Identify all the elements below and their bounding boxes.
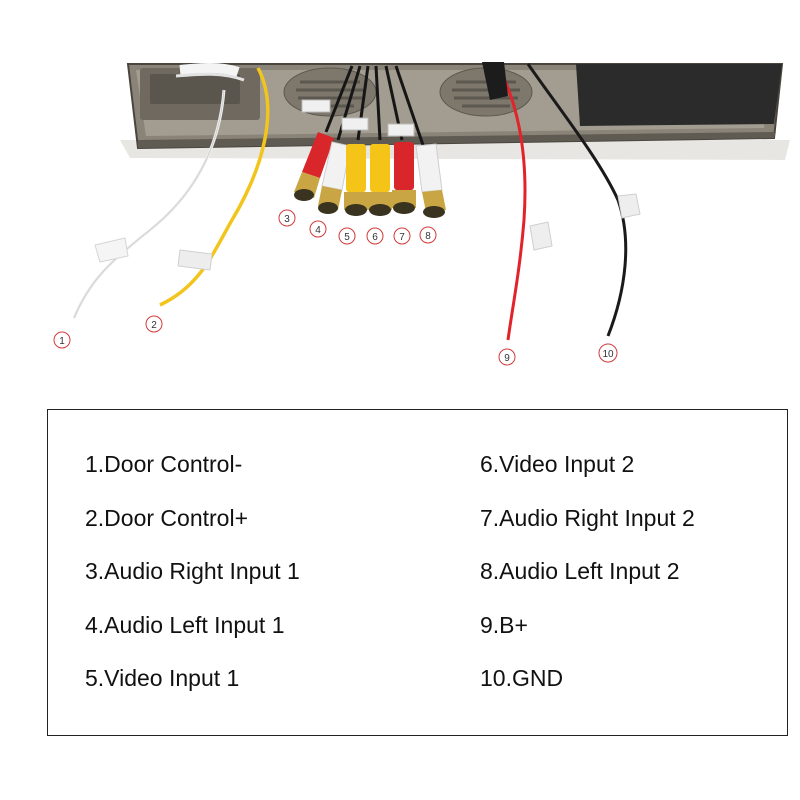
callout-4: 4 bbox=[309, 220, 327, 238]
legend-item-2: 2.Door Control+ bbox=[85, 504, 248, 531]
legend-item-5: 5.Video Input 1 bbox=[85, 665, 240, 691]
device-housing bbox=[126, 63, 784, 150]
svg-text:4: 4 bbox=[315, 225, 321, 236]
callout-9: 9 bbox=[498, 348, 516, 366]
rca-audio-left-input-1 bbox=[318, 141, 351, 214]
callout-2: 2 bbox=[145, 315, 163, 333]
svg-text:10: 10 bbox=[602, 349, 614, 360]
device-wiring-photo: 1 2 3 4 5 6 7 8 9 10 bbox=[53, 62, 790, 366]
legend-item-9: 9.B+ bbox=[480, 611, 528, 638]
svg-text:8: 8 bbox=[425, 231, 431, 242]
legend-item-10: 10.GND bbox=[480, 665, 564, 691]
callout-3: 3 bbox=[278, 209, 296, 227]
svg-text:3: 3 bbox=[284, 214, 290, 225]
svg-text:2: 2 bbox=[151, 320, 157, 331]
rca-video-input-2 bbox=[368, 144, 392, 216]
wire-door-control-minus bbox=[72, 89, 226, 319]
svg-text:1: 1 bbox=[59, 336, 65, 347]
legend-column-right: 6.Video Input 2 7.Audio Right Input 2 8.… bbox=[480, 451, 695, 719]
wire-door-control-plus bbox=[159, 67, 270, 307]
wire-b-plus bbox=[482, 62, 553, 341]
callout-5: 5 bbox=[338, 227, 356, 245]
svg-text:5: 5 bbox=[344, 232, 350, 243]
legend-item-7: 7.Audio Right Input 2 bbox=[480, 504, 695, 531]
callout-6: 6 bbox=[366, 227, 384, 245]
wire-gnd bbox=[526, 63, 641, 337]
rca-video-input-1 bbox=[344, 144, 368, 216]
svg-text:6: 6 bbox=[372, 232, 378, 243]
rca-cable-bundle bbox=[301, 65, 426, 149]
callout-1: 1 bbox=[53, 331, 71, 349]
callout-7: 7 bbox=[393, 227, 411, 245]
rca-audio-right-input-1 bbox=[294, 132, 334, 201]
legend-box: 1.Door Control- 2.Door Control+ 3.Audio … bbox=[47, 409, 788, 736]
rca-audio-left-input-2 bbox=[415, 143, 446, 218]
legend-item-3: 3.Audio Right Input 1 bbox=[85, 558, 300, 584]
legend-column-left: 1.Door Control- 2.Door Control+ 3.Audio … bbox=[85, 451, 300, 719]
rca-audio-right-input-2 bbox=[392, 142, 416, 214]
callout-10: 10 bbox=[598, 343, 618, 363]
svg-text:7: 7 bbox=[399, 232, 405, 243]
legend-item-8: 8.Audio Left Input 2 bbox=[480, 558, 680, 584]
legend-item-4: 4.Audio Left Input 1 bbox=[85, 611, 285, 638]
legend-item-1: 1.Door Control- bbox=[85, 451, 243, 477]
legend-item-6: 6.Video Input 2 bbox=[480, 451, 635, 477]
svg-text:9: 9 bbox=[504, 353, 510, 364]
callout-8: 8 bbox=[419, 226, 437, 244]
